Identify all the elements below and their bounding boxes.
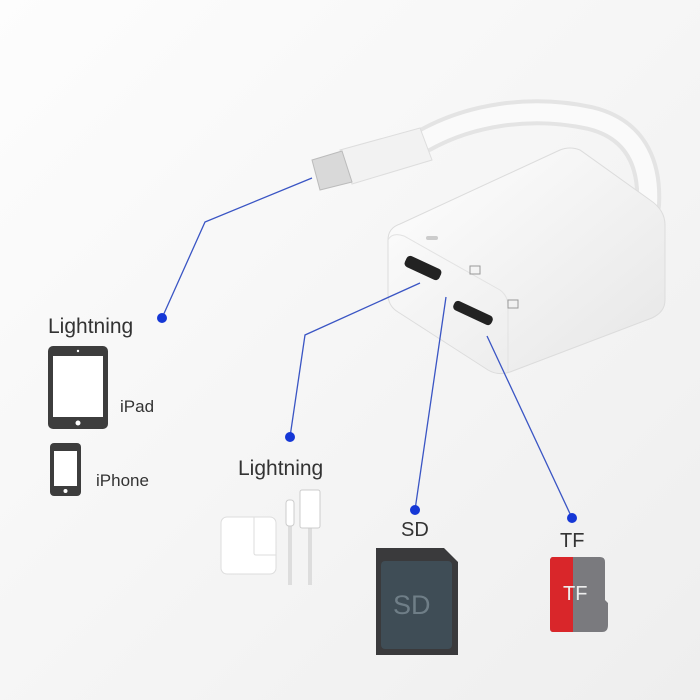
tf-slot: [453, 300, 493, 326]
tf-card-text: TF: [563, 583, 588, 605]
charger-cable-icon: [220, 489, 321, 585]
adapter-body: [387, 147, 666, 375]
ipad-icon: [48, 346, 108, 429]
callout-dot-tf: [567, 513, 577, 523]
tf-card-icon: [550, 557, 608, 632]
callout-line-lightning-device: [161, 177, 313, 319]
label-tf: TF: [560, 530, 585, 552]
lightning-connector: [311, 127, 433, 191]
label-iphone: iPhone: [96, 471, 149, 490]
iphone-icon: [50, 443, 81, 496]
sd-card-text: SD: [393, 590, 431, 620]
label-lightning-charge: Lightning: [238, 457, 324, 480]
label-lightning-device: Lightning: [48, 315, 134, 338]
label-ipad: iPad: [120, 397, 155, 416]
callout-line-tf: [486, 335, 573, 519]
callout-dot-lightning-charge: [285, 432, 295, 442]
callout-line-sd: [414, 296, 447, 511]
label-sd: SD: [401, 519, 429, 541]
sd-slot: [404, 255, 442, 281]
callout-line-lightning-charge: [289, 282, 421, 438]
sd-card-icon: [376, 548, 458, 655]
callout-dot-sd: [410, 505, 420, 515]
callout-dot-lightning-device: [157, 313, 167, 323]
